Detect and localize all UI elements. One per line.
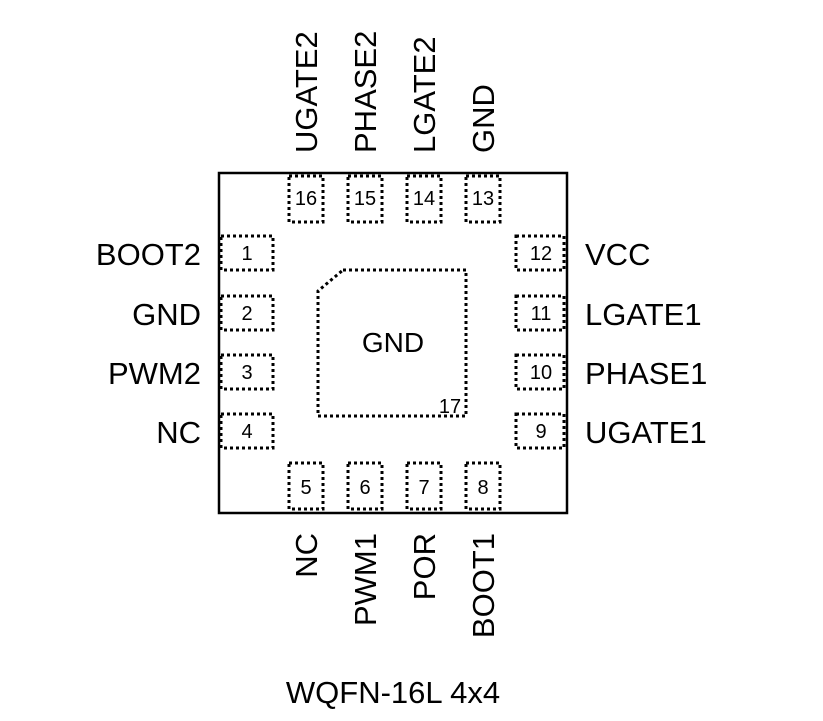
pin-label-16: UGATE2 <box>289 31 324 153</box>
pin-label-10: PHASE1 <box>585 356 707 391</box>
pad-2 <box>219 294 275 332</box>
pin-label-11: LGATE1 <box>585 297 702 332</box>
pad-8 <box>464 461 502 511</box>
pad-number-4: 4 <box>241 421 252 443</box>
pad-11 <box>514 294 566 332</box>
pad-number-1: 1 <box>241 243 252 265</box>
pin-label-7: POR <box>407 533 442 600</box>
pad-13 <box>464 174 502 224</box>
pad-5 <box>287 461 325 511</box>
exposed-pad-number: 17 <box>439 396 461 418</box>
pad-9 <box>514 412 566 450</box>
pad-3 <box>219 353 275 391</box>
pin-label-6: PWM1 <box>348 533 383 626</box>
pad-number-13: 13 <box>472 188 494 210</box>
pad-14 <box>405 174 443 224</box>
pad-12 <box>514 234 566 272</box>
pad-6 <box>346 461 384 511</box>
exposed-pad-label: GND <box>362 327 424 358</box>
pin-label-14: LGATE2 <box>407 36 442 153</box>
pad-number-3: 3 <box>241 362 252 384</box>
pad-4 <box>219 412 275 450</box>
pad-number-11: 11 <box>531 303 552 325</box>
exposed-pad <box>316 268 468 418</box>
pin-label-5: NC <box>289 533 324 578</box>
pad-number-5: 5 <box>300 477 311 499</box>
pad-number-15: 15 <box>354 188 376 210</box>
pad-number-12: 12 <box>530 243 552 265</box>
pin-label-1: BOOT2 <box>96 237 201 272</box>
package-caption: WQFN-16L 4x4 <box>286 675 500 710</box>
pad-10 <box>514 353 566 391</box>
pad-number-10: 10 <box>530 362 552 384</box>
pad-number-9: 9 <box>535 421 546 443</box>
pin-label-15: PHASE2 <box>348 31 383 153</box>
pin-label-13: GND <box>466 84 501 153</box>
pad-number-8: 8 <box>477 477 488 499</box>
pad-number-2: 2 <box>241 303 252 325</box>
pad-number-14: 14 <box>413 188 435 210</box>
pin-label-9: UGATE1 <box>585 415 707 450</box>
pad-7 <box>405 461 443 511</box>
pin-label-3: PWM2 <box>108 356 201 391</box>
pin-label-2: GND <box>132 297 201 332</box>
pin-label-12: VCC <box>585 237 650 272</box>
pad-number-7: 7 <box>418 477 429 499</box>
pad-number-16: 16 <box>295 188 317 210</box>
pad-15 <box>346 174 384 224</box>
pin-label-4: NC <box>156 415 201 450</box>
pad-16 <box>287 174 325 224</box>
pad-number-6: 6 <box>359 477 370 499</box>
package-body <box>217 171 569 515</box>
pin-label-8: BOOT1 <box>466 533 501 638</box>
pad-1 <box>219 234 275 272</box>
